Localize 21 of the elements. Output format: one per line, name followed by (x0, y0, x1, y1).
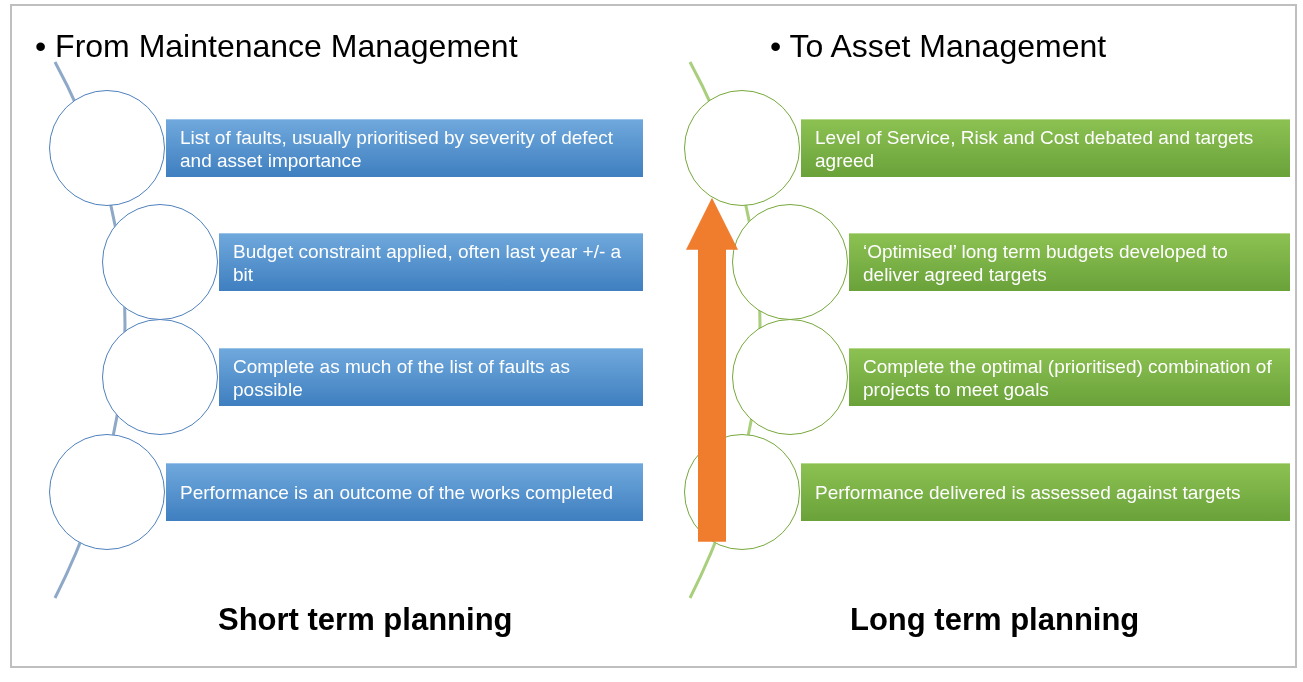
item-text: ‘Optimised’ long term budgets developed to deliver agreed targets (863, 239, 1229, 286)
arrow (686, 197, 738, 542)
list-item-bar (219, 348, 643, 406)
item-text: Complete the optimal (prioritised) combination of projects to meet goals (863, 354, 1273, 401)
list-item-bar (801, 119, 1290, 177)
list-item-bar (801, 463, 1290, 521)
item-text: Budget constraint applied, often last year +/- a bit (233, 239, 623, 286)
item-text: Complete as much of the list of faults as possible (233, 354, 571, 401)
column-caption: Long term planning (850, 602, 1140, 638)
column-heading: • From Maintenance Management (35, 28, 518, 65)
list-item-bar (849, 233, 1290, 291)
item-text: Level of Service, Risk and Cost debated and targets agreed (815, 125, 1255, 172)
column-heading: • To Asset Management (770, 28, 1107, 65)
item-text: Performance is an outcome of the works completed (180, 481, 613, 504)
list-item-bar (219, 233, 643, 291)
column-caption: Short term planning (218, 602, 513, 638)
item-text: Performance delivered is assessed against targets (815, 481, 1241, 504)
list-item-bar (849, 348, 1290, 406)
item-text: List of faults, usually prioritised by severity of defect and asset importance (180, 125, 614, 172)
list-item-bar (166, 119, 643, 177)
list-item-bar (166, 463, 643, 521)
